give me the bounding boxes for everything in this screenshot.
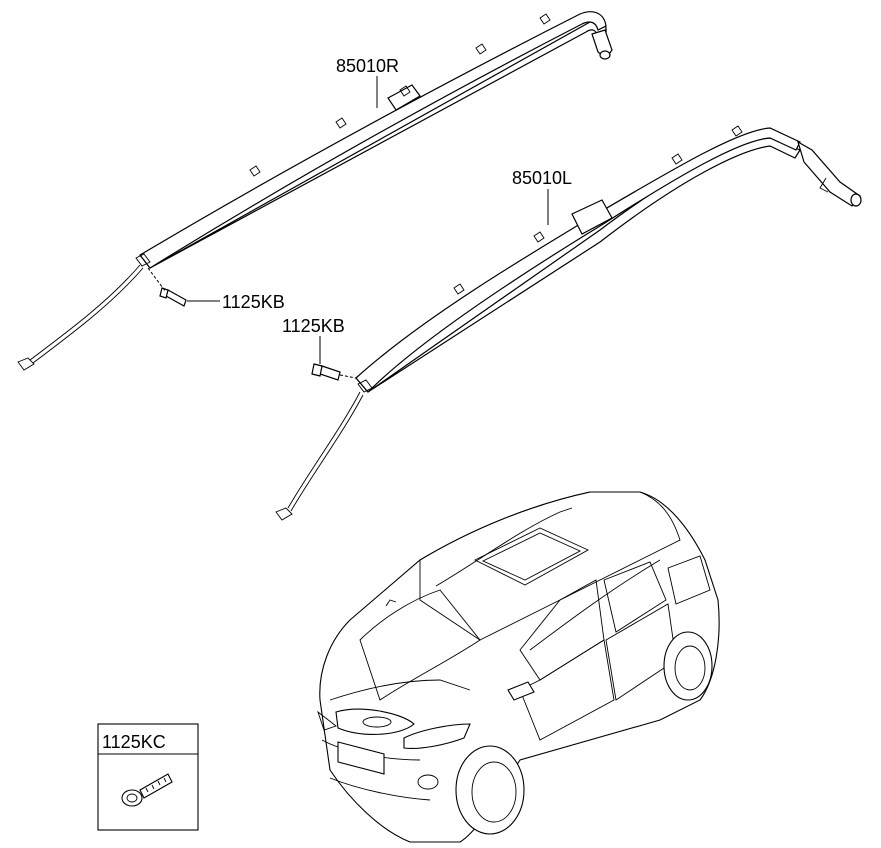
leader-1125kb-right-b: [147, 267, 167, 293]
label-1125kb-right: 1125KB: [222, 292, 285, 312]
bolt-1125kc[interactable]: [121, 773, 173, 807]
bolt-right[interactable]: [159, 287, 187, 307]
label-85010r: 85010R: [336, 56, 399, 76]
label-1125kb-left: 1125KB: [282, 316, 345, 336]
leader-1125kb-left-b: [339, 374, 357, 379]
left-curtain-airbag[interactable]: [275, 125, 862, 521]
label-85010l: 85010L: [512, 168, 572, 188]
bolt-box: [97, 723, 199, 831]
bolt-left[interactable]: [311, 363, 341, 381]
right-curtain-airbag[interactable]: [17, 11, 613, 371]
car-illustration: [317, 491, 720, 843]
label-1125kc: 1125KC: [102, 732, 166, 752]
